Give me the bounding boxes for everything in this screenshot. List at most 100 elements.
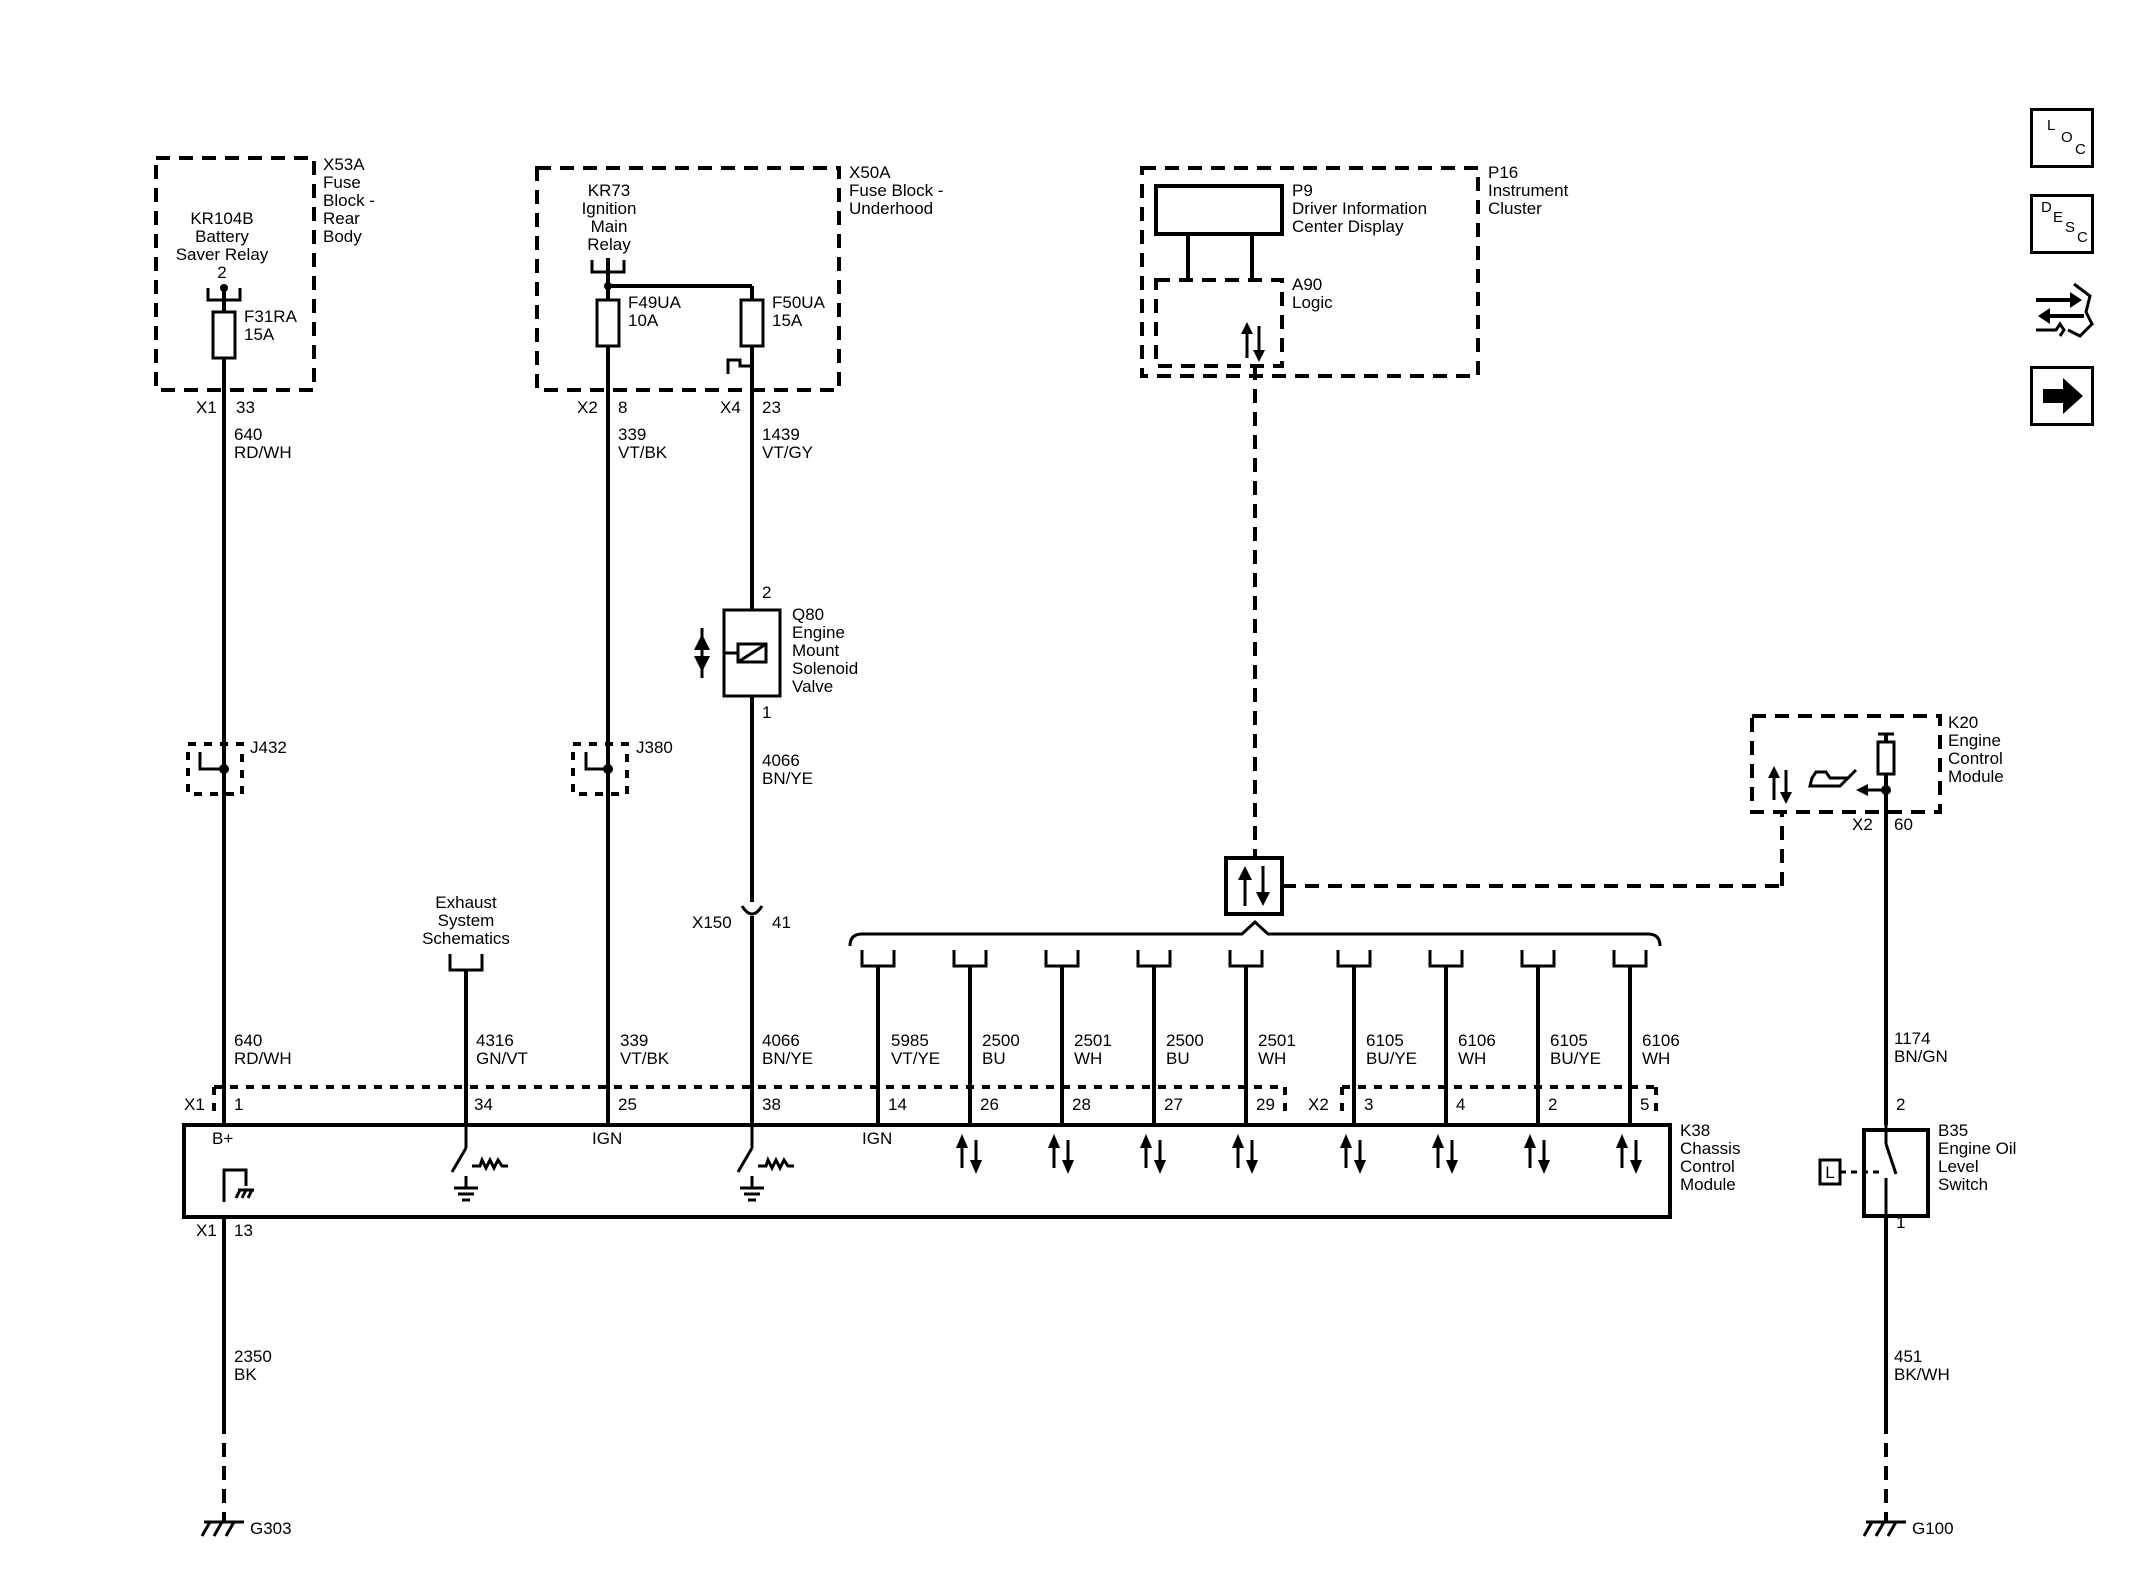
connector-x150-label: X150: [692, 913, 732, 932]
fuse-f49ua-id: F49UA: [628, 293, 682, 312]
splice-j432-label: J432: [250, 738, 287, 757]
serial-bus-brace: [848, 919, 1662, 947]
k38-pin-4: 4: [1456, 1095, 1465, 1114]
wire-6105b-color: BU/YE: [1550, 1049, 1601, 1068]
solenoid-q80-name-2: Mount: [792, 641, 840, 660]
ground-g303-label: G303: [250, 1519, 292, 1538]
wire-4066-circuit: 4066: [762, 1031, 800, 1050]
exhaust-ref-1[interactable]: Exhaust: [435, 893, 497, 912]
connector-navigation-icon[interactable]: [2030, 280, 2094, 340]
logic-a90-bidirectional-arrows: [1241, 322, 1265, 362]
solenoid-q80-id: Q80: [792, 605, 824, 624]
module-k38-name-2: Control: [1680, 1157, 1735, 1176]
fuse-block-x53a-name-1: Fuse: [323, 173, 361, 192]
wire-640-circuit-top: 640: [234, 425, 262, 444]
exhaust-ref-connector: [448, 954, 484, 972]
relay-kr104b-label-1: KR104B: [190, 209, 253, 228]
wire-640-color: RD/WH: [234, 1049, 292, 1068]
fuse-f31ra-id: F31RA: [244, 307, 298, 326]
k38-input-switch-38: [736, 1125, 794, 1202]
wire-451-circuit: 451: [1894, 1347, 1922, 1366]
k38-x1-13-label: X1: [196, 1221, 217, 1240]
connector-k20-x2: X2: [1852, 815, 1873, 834]
solenoid-q80-name-1: Engine: [792, 623, 845, 642]
loc-letter-c: C: [2075, 141, 2086, 158]
desc-letter-e: E: [2053, 209, 2064, 226]
fuse-block-x53a-outline: [154, 156, 316, 392]
loc-letter-l: L: [2047, 117, 2056, 134]
exhaust-ref-3[interactable]: Schematics: [422, 929, 510, 948]
next-page-button[interactable]: [2030, 366, 2094, 426]
ground-g303-icon: [200, 1512, 244, 1537]
wire-6105a-circuit: 6105: [1366, 1031, 1404, 1050]
fuse-f31ra-rating: 15A: [244, 325, 275, 344]
wire-4066-color-mid: BN/YE: [762, 769, 813, 788]
exhaust-ref-2[interactable]: System: [438, 911, 495, 930]
relay-kr73-label-1: KR73: [588, 181, 631, 200]
wire-640-color-top: RD/WH: [234, 443, 292, 462]
ecm-k20-id: K20: [1948, 713, 1978, 732]
k38-input-switch-34: [450, 1125, 508, 1202]
relay-kr104b-contact: [206, 284, 242, 312]
instrument-cluster-id: P16: [1488, 163, 1518, 182]
k38-pin-29: 29: [1256, 1095, 1275, 1114]
k38-pin-26: 26: [980, 1095, 999, 1114]
logic-a90-id: A90: [1292, 275, 1322, 294]
switch-b35-name-1: Engine Oil: [1938, 1139, 2016, 1158]
k38-pin-2: 2: [1548, 1095, 1557, 1114]
wire-2501a-color: WH: [1074, 1049, 1102, 1068]
relay-kr73-label-4: Relay: [587, 235, 631, 254]
connector-navigation-icon-graphic: [2036, 282, 2094, 338]
switch-b35: [1818, 1125, 1930, 1218]
inline-connector-x150: [740, 886, 764, 1125]
switch-b35-name-2: Level: [1938, 1157, 1979, 1176]
solenoid-q80-name-3: Solenoid: [792, 659, 858, 678]
wire-640-circuit: 640: [234, 1031, 262, 1050]
wire-2500a-circuit: 2500: [982, 1031, 1020, 1050]
ecm-k20-bidirectional-arrows: [1768, 766, 1792, 804]
fuse-f31ra: [211, 310, 237, 360]
fuse-block-x50a-name-1: Fuse Block -: [849, 181, 943, 200]
wire-339-color: VT/BK: [620, 1049, 670, 1068]
k38-pin-27: 27: [1164, 1095, 1183, 1114]
wire-4066-color: BN/YE: [762, 1049, 813, 1068]
splice-j432: [186, 742, 244, 796]
module-k38-id: K38: [1680, 1121, 1710, 1140]
display-p9: [1154, 184, 1284, 236]
wire-6106b-color: WH: [1642, 1049, 1670, 1068]
connector-x1-pin-33: 33: [236, 398, 255, 417]
fuse-block-x50a-outline: [535, 166, 841, 392]
loc-letter-o: O: [2061, 129, 2073, 146]
module-k38-body: [182, 1123, 1672, 1219]
k38-pin-25: 25: [618, 1095, 637, 1114]
fuse-f49ua: [595, 298, 621, 348]
wire-6106a-color: WH: [1458, 1049, 1486, 1068]
module-k38-name-3: Module: [1680, 1175, 1736, 1194]
oil-can-icon: [1808, 768, 1858, 788]
fuse-block-x53a-name-4: Body: [323, 227, 362, 246]
wire-339-circuit-top: 339: [618, 425, 646, 444]
relay-kr73-contact: [590, 258, 754, 300]
wire-6105a-color: BU/YE: [1366, 1049, 1417, 1068]
k38-pin-28: 28: [1072, 1095, 1091, 1114]
wire-1174-circuit: 1174: [1894, 1029, 1931, 1048]
desc-button[interactable]: D E S C: [2030, 194, 2094, 254]
ground-g100-label: G100: [1912, 1519, 1954, 1538]
serial-data-gateway: [1224, 856, 1284, 916]
ecm-k20-name-2: Control: [1948, 749, 2003, 768]
wire-451-color: BK/WH: [1894, 1365, 1950, 1384]
fuse-block-x50a-id: X50A: [849, 163, 891, 182]
connector-x2-pin-8: 8: [618, 398, 627, 417]
desc-letter-c: C: [2077, 229, 2088, 246]
connector-x1-label: X1: [196, 398, 217, 417]
fuse-f50ua-id: F50UA: [772, 293, 826, 312]
solenoid-q80-pin-1: 1: [762, 703, 771, 722]
solenoid-q80-name-4: Valve: [792, 677, 833, 696]
loc-button[interactable]: L O C: [2030, 108, 2094, 168]
relay-kr104b-pin: 2: [217, 263, 226, 282]
fuse-block-x53a-name-3: Rear: [323, 209, 360, 228]
k38-x1-label: X1: [184, 1095, 205, 1114]
relay-kr73-label-3: Main: [591, 217, 628, 236]
k38-bus-arrows: [956, 1134, 1642, 1174]
